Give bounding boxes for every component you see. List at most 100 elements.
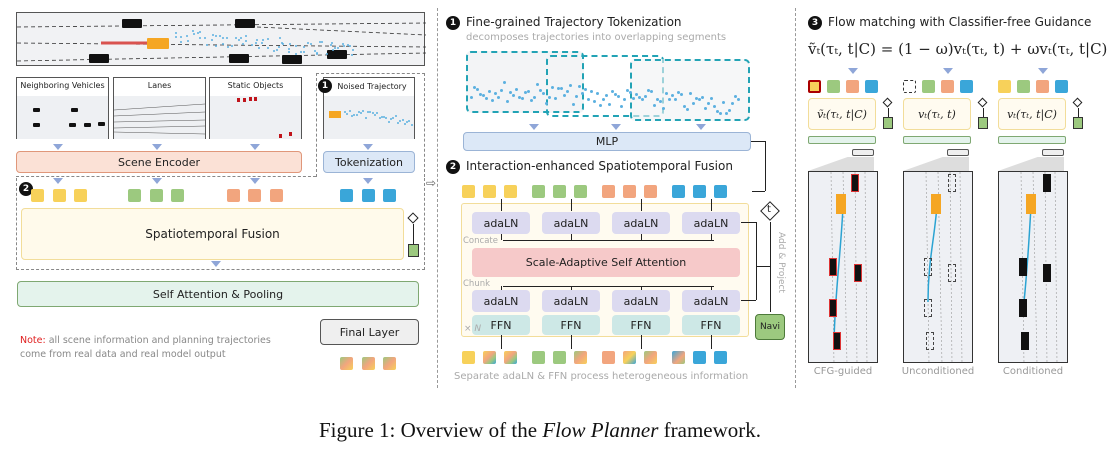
vehicle (229, 54, 249, 63)
arrow-down-icon (848, 68, 858, 74)
connector-line (983, 108, 984, 117)
velocity-block: vₜ(τₜ, t|C) (998, 98, 1066, 130)
trajectory-point (716, 110, 719, 114)
left-panel: Neighboring Vehicles Lanes Static Object… (0, 0, 430, 400)
trajectory-point (701, 96, 704, 100)
arrow-down-icon (211, 261, 221, 267)
trajectory-point (620, 104, 623, 108)
trajectory-point (403, 122, 406, 125)
trajectory-point (521, 96, 524, 100)
trajectory-point (320, 41, 323, 44)
output-token (362, 357, 375, 370)
section-title: Interaction-enhanced Spatiotemporal Fusi… (466, 159, 733, 173)
trajectory-point (347, 44, 350, 47)
trajectory-point (276, 48, 279, 51)
trajectory-point (333, 47, 336, 50)
trajectory-point (491, 99, 494, 103)
vehicle (71, 108, 78, 112)
trajectory-point (611, 89, 614, 93)
trajectory-point (294, 52, 297, 55)
trajectory-point (241, 42, 244, 45)
connector-line (888, 108, 889, 117)
trajectory-point (602, 97, 605, 101)
ffn-block: FFN (472, 315, 530, 335)
ffn-block: FFN (682, 315, 740, 335)
output-token (553, 351, 566, 364)
output-token (383, 357, 396, 370)
neighboring-vehicles-panel: Neighboring Vehicles (16, 77, 109, 139)
adaln-block: adaLN (682, 212, 740, 234)
trajectory-point (408, 120, 411, 122)
attention-bar (903, 136, 971, 144)
mlp-label: MLP (595, 135, 619, 148)
vehicle (924, 258, 932, 276)
trajectory-point (227, 45, 230, 48)
trajectory-point (383, 115, 386, 118)
output-token (714, 351, 727, 364)
trajectory-point (210, 38, 213, 41)
output-token (672, 351, 685, 364)
trajectory-point (584, 88, 587, 92)
trajectory-point (279, 37, 282, 40)
note-prefix: Note: (20, 335, 46, 346)
condition-token (960, 80, 973, 93)
trajectory-point (267, 46, 270, 49)
lane-token (171, 189, 184, 202)
scenario-panel (998, 171, 1068, 365)
trajectory-point (369, 111, 372, 114)
output-token (462, 351, 475, 364)
trajectory-point (222, 43, 225, 46)
middle-panel: 1 Fine-grained Trajectory Tokenization d… (440, 0, 792, 400)
output-token (644, 351, 657, 364)
zoom-wedge (998, 157, 1064, 171)
trajectory-token (383, 189, 396, 202)
static-objects-panel: Static Objects (209, 77, 302, 139)
trajectory-point (605, 93, 608, 97)
caption-emphasis: Flow Planner (542, 418, 659, 442)
condition-token (922, 80, 935, 93)
input-token (483, 185, 496, 198)
connector-line (756, 222, 757, 300)
hollow-arrow-icon: ⇨ (426, 176, 437, 190)
condition-token (865, 80, 878, 93)
output-token (532, 351, 545, 364)
trajectory-point (662, 107, 665, 111)
panel-label: Noised Trajectory (337, 82, 407, 91)
section-title: Flow matching with Classifier-free Guida… (828, 15, 1092, 29)
connector-line (501, 286, 502, 290)
trajectory-point (387, 120, 390, 123)
trajectory-point (332, 48, 335, 51)
trajectory-point (623, 98, 626, 102)
trajectory-point (470, 95, 473, 99)
trajectory-point (506, 99, 509, 103)
self-attention-pooling-block: Self Attention & Pooling (17, 281, 419, 307)
trajectory-point (635, 92, 638, 96)
adaln-block: adaLN (682, 290, 740, 312)
vehicle (69, 123, 76, 127)
trajectory-point (191, 30, 194, 33)
vehicle (89, 54, 109, 63)
vehicle (926, 332, 934, 350)
trajectory-point (569, 84, 572, 88)
trajectory-point (330, 42, 333, 45)
connector-line (571, 286, 572, 290)
condition-token (903, 80, 916, 93)
trajectory-point (222, 36, 225, 39)
trajectory-point (198, 36, 201, 39)
navi-token-icon (408, 244, 419, 257)
trajectory-point (343, 44, 346, 47)
trajectory-point (530, 99, 533, 103)
trajectory-point (240, 37, 243, 40)
trajectory-point (728, 109, 731, 113)
trajectory-point (234, 36, 237, 39)
note-text: Note: all scene information and planning… (20, 334, 300, 362)
noised-trajectory-group (316, 73, 425, 177)
trajectory-point (527, 90, 530, 94)
arrow-down-icon (611, 124, 621, 130)
divider (437, 8, 438, 388)
trajectory-point (650, 89, 653, 93)
trajectory-point (299, 51, 302, 54)
note-line-1: all scene information and planning traje… (48, 335, 271, 346)
attention-block: Scale-Adaptive Self Attention (472, 248, 740, 277)
trajectory-point (692, 101, 695, 105)
